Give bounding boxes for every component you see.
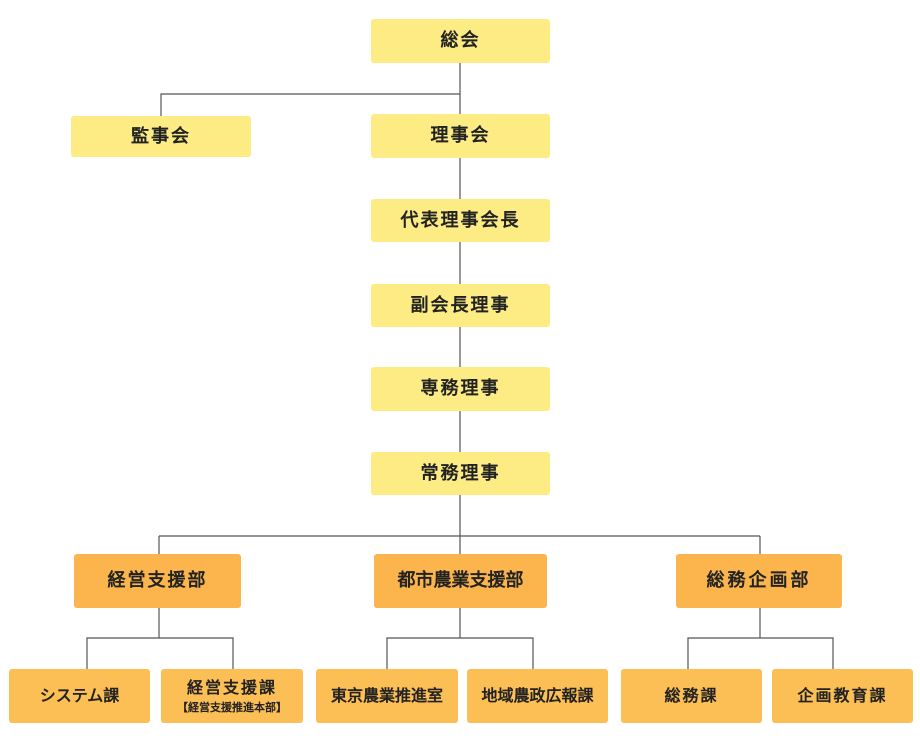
- box-department-management-support: 経営支援部: [74, 554, 241, 608]
- department-label: 経営支援部: [107, 570, 208, 591]
- box-section-regional-policy-pr: 地域農政広報課: [467, 669, 608, 723]
- section-label: 地域農政広報課: [481, 686, 594, 705]
- box-section-management-support: 経営支援課 【経営支援推進本部】: [161, 669, 303, 723]
- section-label: 総務課: [664, 686, 719, 705]
- box-general-meeting: 総会: [371, 19, 550, 63]
- connector-dept-2-sections: [386, 637, 534, 669]
- box-senior-managing-director: 専務理事: [371, 367, 550, 411]
- box-managing-director-label: 常務理事: [420, 462, 501, 484]
- box-vice-chairman: 副会長理事: [371, 284, 550, 327]
- connector-dept-1-sections: [86, 637, 234, 669]
- box-section-planning-education: 企画教育課: [772, 669, 913, 723]
- section-label: システム課: [39, 686, 120, 705]
- box-department-general-affairs: 総務企画部: [676, 554, 842, 608]
- box-department-urban-agriculture: 都市農業支援部: [374, 554, 547, 608]
- department-label: 総務企画部: [706, 570, 812, 591]
- section-label: 東京農業推進室: [330, 686, 443, 705]
- box-senior-managing-director-label: 専務理事: [420, 378, 501, 399]
- box-board: 理事会: [371, 114, 550, 158]
- connector-auditors: [160, 93, 460, 116]
- box-auditors: 監事会: [71, 116, 251, 157]
- box-section-system: システム課: [9, 669, 150, 723]
- box-representative-chairman: 代表理事会長: [371, 199, 550, 242]
- box-auditors-label: 監事会: [131, 125, 191, 147]
- section-label: 経営支援課: [186, 678, 277, 697]
- box-board-label: 理事会: [430, 125, 491, 146]
- connector-dept-3-sections: [687, 637, 834, 669]
- box-representative-chairman-label: 代表理事会長: [400, 209, 521, 231]
- box-vice-chairman-label: 副会長理事: [410, 294, 511, 316]
- box-section-general-affairs: 総務課: [621, 669, 762, 723]
- box-section-tokyo-agriculture: 東京農業推進室: [316, 669, 458, 723]
- section-note: 【経営支援推進本部】: [177, 701, 287, 714]
- department-label: 都市農業支援部: [397, 570, 524, 591]
- box-general-meeting-label: 総会: [440, 30, 481, 51]
- box-managing-director: 常務理事: [371, 452, 550, 495]
- section-label: 企画教育課: [797, 686, 888, 705]
